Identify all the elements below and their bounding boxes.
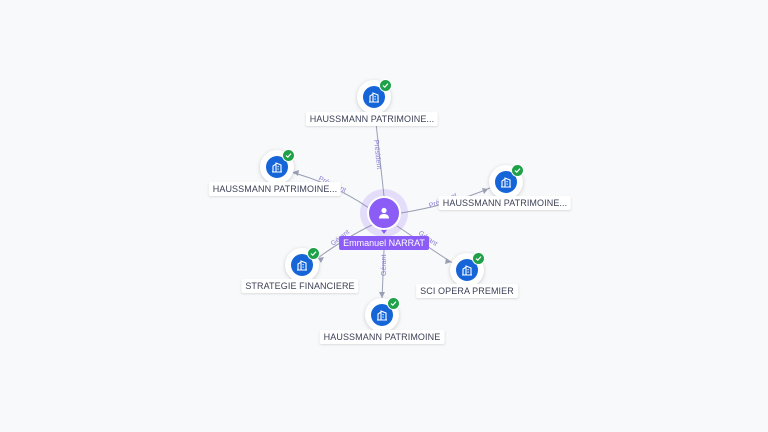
company-node-lower-left[interactable]	[285, 247, 320, 282]
company-building-icon	[363, 86, 385, 108]
company-label-upper-left[interactable]: HAUSSMANN PATRIMOINE...	[208, 182, 342, 196]
company-building-icon	[371, 304, 393, 326]
company-node-upper-left[interactable]	[260, 149, 295, 184]
company-building-icon	[266, 156, 288, 178]
verified-check-icon	[472, 252, 485, 265]
edge-label-top: Président	[372, 139, 382, 169]
person-icon	[379, 207, 389, 219]
company-node-right[interactable]	[489, 164, 524, 199]
company-label-top[interactable]: HAUSSMANN PATRIMOINE...	[305, 112, 439, 126]
company-label-lower-left[interactable]: STRATEGIE FINANCIERE	[241, 279, 359, 293]
company-label-lower-right[interactable]: SCI OPERA PREMIER	[416, 284, 518, 298]
verified-check-icon	[282, 149, 295, 162]
company-building-icon	[456, 259, 478, 281]
edge-line-top	[374, 113, 385, 197]
company-node-lower-right[interactable]	[450, 252, 485, 287]
person-node[interactable]	[367, 196, 401, 230]
verified-check-icon	[307, 247, 320, 260]
edge-label-bottom: Gérant	[381, 255, 388, 276]
company-label-right[interactable]: HAUSSMANN PATRIMOINE...	[438, 196, 572, 210]
center-node-pointer	[379, 227, 389, 234]
edge-arrow-lower-left	[318, 257, 324, 263]
edge-line-bottom	[381, 249, 385, 301]
edge-arrow-upper-left	[293, 170, 299, 176]
verified-check-icon	[387, 297, 400, 310]
verified-check-icon	[511, 164, 524, 177]
company-label-bottom[interactable]: HAUSSMANN PATRIMOINE	[319, 330, 445, 344]
edge-arrow-lower-right	[445, 258, 452, 264]
company-building-icon	[495, 171, 517, 193]
company-node-top[interactable]	[357, 79, 392, 114]
person-name-label[interactable]: Emmanuel NARRAT	[339, 236, 429, 250]
edge-arrow-bottom	[379, 292, 385, 298]
verified-check-icon	[379, 79, 392, 92]
company-node-bottom[interactable]	[365, 297, 400, 332]
company-building-icon	[291, 254, 313, 276]
edge-arrow-right	[482, 188, 488, 194]
